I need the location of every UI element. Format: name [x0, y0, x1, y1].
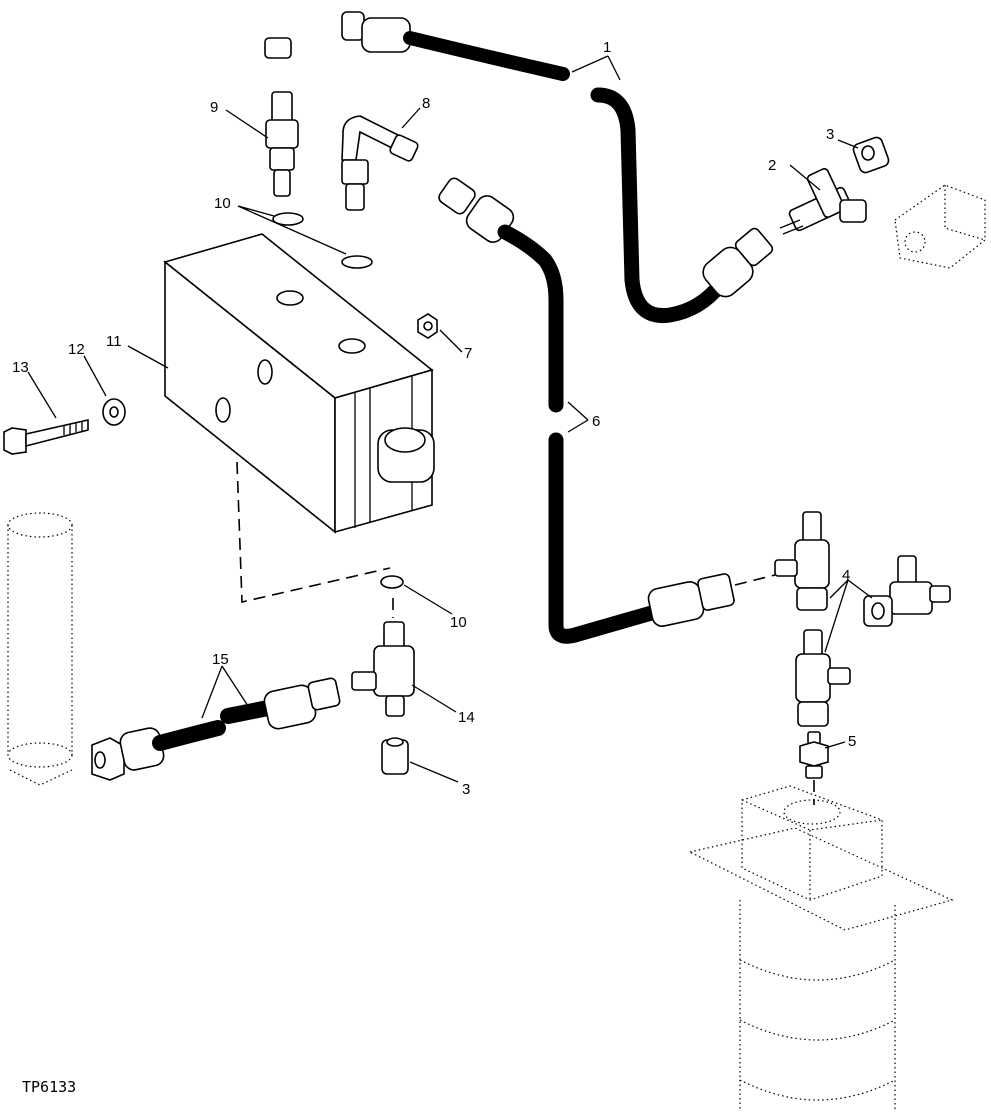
callout-6: 6: [592, 413, 600, 430]
o-ring-10-upper: [272, 212, 373, 269]
leader-lines: [27, 55, 873, 783]
ghost-component-upper-right: [894, 184, 986, 269]
callout-5: 5: [848, 733, 856, 750]
figure-code: TP6133: [22, 1078, 76, 1096]
hose-1: [264, 10, 774, 324]
callout-1: 1: [603, 39, 611, 56]
callout-12: 12: [68, 341, 85, 358]
callout-2: 2: [768, 157, 776, 174]
cap-nut-3-lower: [381, 737, 409, 775]
callout-7: 7: [464, 345, 472, 362]
callout-8: 8: [422, 95, 430, 112]
callout-9: 9: [210, 99, 218, 116]
bolt-13: [3, 418, 89, 455]
hose-15: [91, 677, 341, 781]
callout-15: 15: [212, 651, 229, 668]
washer-12: [102, 398, 126, 426]
mounting-line: [236, 461, 391, 603]
callout-10-upper: 10: [214, 195, 231, 212]
callout-13: 13: [12, 359, 29, 376]
elbow-fitting-8: [341, 115, 419, 211]
nut-7: [417, 313, 438, 339]
hose-6: [438, 177, 776, 644]
ghost-filter-canister: [7, 512, 73, 786]
fitting-9: [265, 91, 299, 197]
callout-3-lower: 3: [462, 781, 470, 798]
callout-11: 11: [106, 333, 122, 350]
callout-10-lower: 10: [450, 614, 467, 631]
o-ring-10-lower: [380, 575, 404, 589]
callout-14: 14: [458, 709, 475, 726]
valve-block-11: [163, 233, 435, 534]
callout-3-upper: 3: [826, 126, 834, 143]
ghost-motor-assembly: [688, 785, 954, 1110]
tee-fitting-14: [351, 621, 415, 717]
fitting-5: [799, 731, 829, 805]
cap-nut-3-upper: [852, 136, 890, 174]
callout-4: 4: [842, 567, 850, 584]
tee-fitting-4: [774, 511, 951, 727]
tee-fitting-2: [779, 168, 867, 235]
